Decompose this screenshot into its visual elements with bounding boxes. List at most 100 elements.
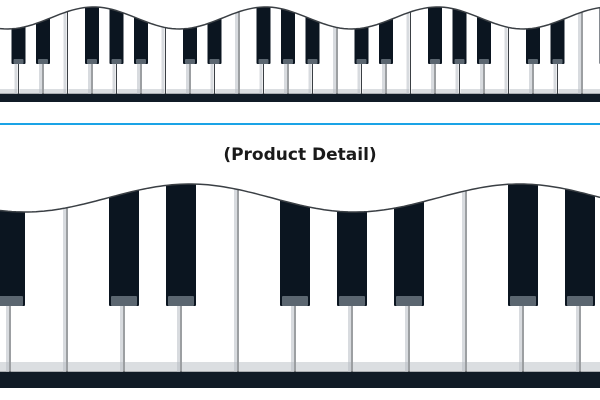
black-key <box>256 7 271 64</box>
white-key-front <box>117 89 140 94</box>
white-key-front <box>509 89 532 94</box>
black-key <box>109 7 124 64</box>
black-key-tip <box>111 296 137 306</box>
black-key-tip <box>282 296 308 306</box>
black-key-tip <box>258 59 269 64</box>
white-key-front <box>524 362 579 372</box>
wave-edge <box>0 183 600 213</box>
piano-keyboard-icon <box>0 6 600 102</box>
white-key-front <box>264 89 287 94</box>
black-key <box>394 184 424 306</box>
white-key-front <box>191 89 214 94</box>
black-key <box>477 7 491 64</box>
wave-edge <box>0 6 600 30</box>
white-key-front <box>362 89 385 94</box>
black-key-tip <box>209 59 220 64</box>
black-key-tip <box>38 59 48 64</box>
black-key-tip <box>185 59 195 64</box>
white-key-shade <box>462 184 465 372</box>
black-key <box>565 184 595 306</box>
white-key-front <box>142 89 165 94</box>
black-key <box>550 7 565 64</box>
piano-keyboard-closeup-icon <box>0 183 600 388</box>
black-key-tip <box>307 59 318 64</box>
white-key-front <box>44 89 67 94</box>
black-key-tip <box>552 59 563 64</box>
white-key-front <box>125 362 180 372</box>
black-key-tip <box>381 59 391 64</box>
black-key <box>134 7 148 64</box>
product-detail-caption: (Product Detail) <box>223 145 377 165</box>
black-key <box>109 184 139 306</box>
white-key-front <box>460 89 483 94</box>
white-key-shade <box>406 7 410 94</box>
black-key-tip <box>283 59 293 64</box>
black-key <box>508 184 538 306</box>
white-key-front <box>410 362 465 372</box>
white-key-shade <box>63 184 66 372</box>
black-key-tip <box>430 59 440 64</box>
white-key-shade <box>578 7 581 94</box>
white-key-front <box>182 362 237 372</box>
white-key-front <box>467 362 522 372</box>
white-key-front <box>240 89 263 94</box>
black-key-tip <box>111 59 122 64</box>
black-key-tip <box>168 296 194 306</box>
white-key-front <box>296 362 351 372</box>
white-key-shade <box>235 7 238 94</box>
black-key-tip <box>13 59 24 64</box>
black-key <box>166 184 196 306</box>
black-key-tip <box>339 296 365 306</box>
white-key-front <box>68 89 91 94</box>
white-key-front <box>166 89 189 94</box>
black-key-tip <box>567 296 593 306</box>
white-key-front <box>313 89 336 94</box>
white-key-shade <box>234 184 237 372</box>
white-key-front <box>387 89 410 94</box>
black-key <box>85 7 99 64</box>
white-key-front <box>11 362 66 372</box>
white-key-shade <box>333 7 336 94</box>
white-key-front <box>239 362 294 372</box>
divider-line <box>0 123 600 125</box>
white-key-front <box>485 89 508 94</box>
white-key-front <box>558 89 581 94</box>
black-key-tip <box>0 296 23 306</box>
black-key <box>305 7 320 64</box>
black-key-tip <box>510 296 536 306</box>
white-key-front <box>19 89 42 94</box>
white-key-front <box>583 89 600 94</box>
black-key <box>452 7 467 64</box>
white-key-shade <box>161 7 165 94</box>
white-key-front <box>411 89 434 94</box>
black-key <box>11 7 26 64</box>
keyboard-base-bar <box>0 94 600 102</box>
black-key-tip <box>87 59 97 64</box>
black-key <box>354 7 369 64</box>
black-key <box>36 7 50 64</box>
white-key-front <box>534 89 557 94</box>
black-key <box>428 7 442 64</box>
white-key-front <box>0 89 18 94</box>
black-key <box>183 7 197 64</box>
black-key-tip <box>396 296 422 306</box>
white-key-front <box>0 362 9 372</box>
white-key-front <box>289 89 312 94</box>
white-key-front <box>93 89 116 94</box>
keyboard-base-bar <box>0 372 600 388</box>
black-key <box>280 184 310 306</box>
white-key-front <box>581 362 600 372</box>
black-key-tip <box>356 59 367 64</box>
black-key-tip <box>479 59 489 64</box>
keys-group <box>0 7 600 94</box>
black-key-tip <box>136 59 146 64</box>
black-key <box>526 7 540 64</box>
white-key-front <box>68 362 123 372</box>
black-key <box>337 184 367 306</box>
keys-group <box>0 184 600 372</box>
black-key <box>0 184 25 306</box>
white-key <box>581 7 600 94</box>
white-key-front <box>353 362 408 372</box>
black-key-tip <box>454 59 465 64</box>
